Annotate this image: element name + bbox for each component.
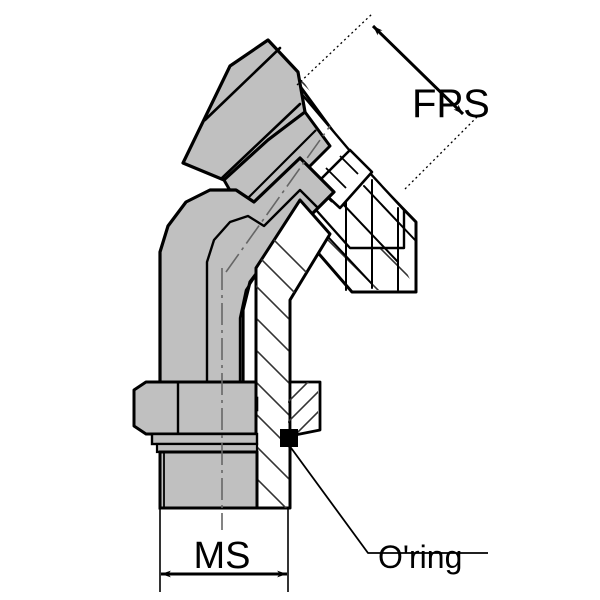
male-stud-thread: [158, 450, 259, 510]
oring-leader-line: [285, 440, 488, 554]
fps-dimension-group: FPS: [296, 13, 490, 190]
upper-hex-nut-facet-lines: [203, 46, 302, 180]
upper-nut-shoulder-line: [245, 129, 317, 201]
elbow-inner-contour: [205, 188, 320, 398]
ms-label: MS: [194, 535, 251, 577]
stud-washer: [150, 432, 259, 446]
ms-dimension-group: MS: [159, 508, 289, 592]
lower-hex-nut: [132, 380, 258, 436]
elbow-body: [158, 156, 336, 510]
elbow-section-outline: [254, 198, 332, 510]
fps-extension-line-1: [296, 13, 373, 86]
lock-collar-section: [288, 380, 322, 438]
angled-centerline: [225, 125, 331, 273]
lower-stud-assembly: [132, 380, 322, 510]
fps-extension-line-2: [404, 116, 478, 190]
fps-dimension-arrow: [371, 24, 465, 116]
oring-label: O'ring: [378, 539, 462, 575]
oring-annotation-group: O'ring: [285, 440, 488, 575]
lock-collar-hatching: [288, 382, 318, 434]
fps-label: FPS: [412, 82, 490, 126]
